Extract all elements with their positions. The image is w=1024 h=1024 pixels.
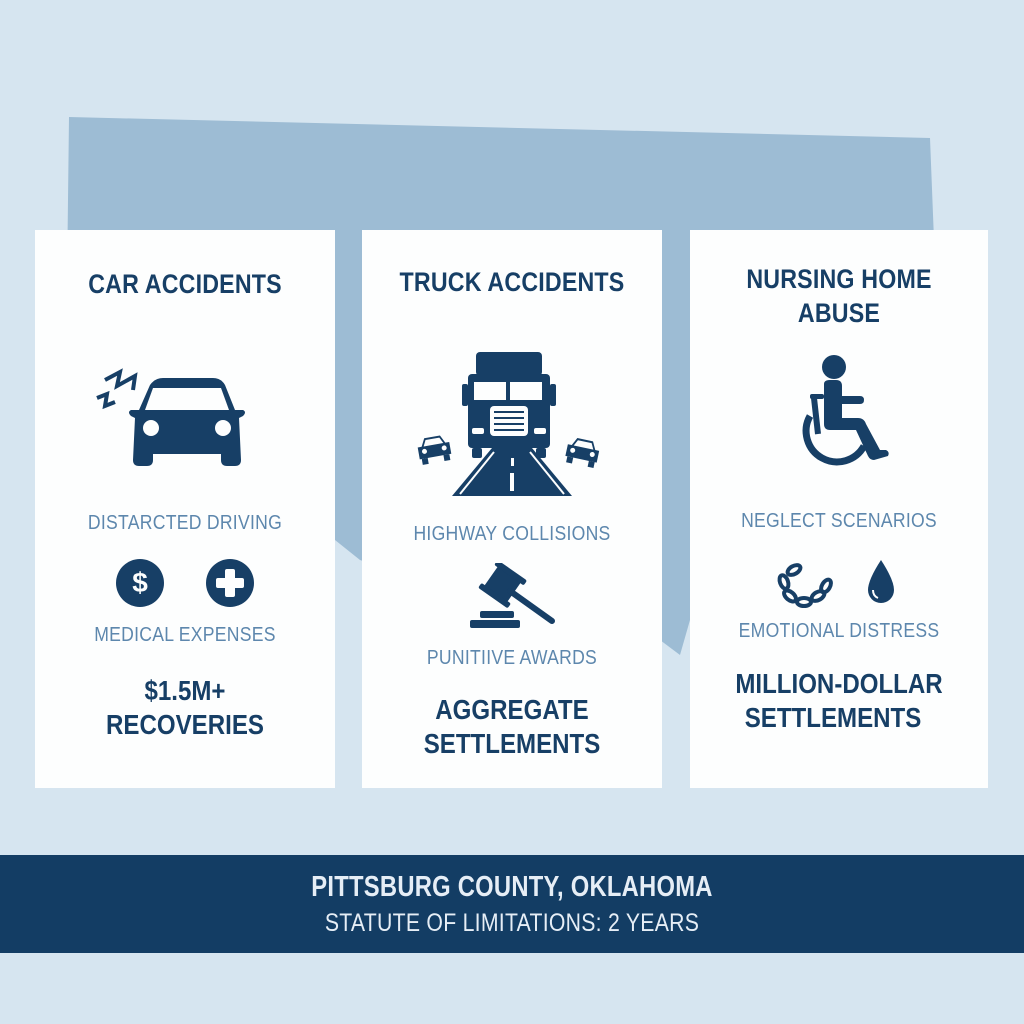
medical-cross-circle-icon <box>206 559 254 607</box>
card-subtitle-2: MEDICAL EXPENSES <box>94 624 276 646</box>
gavel-icon <box>470 563 555 628</box>
card-subtitle-1: NEGLECT SCENARIOS <box>741 510 937 532</box>
card-result-line-1: $1.5M+ <box>144 675 226 706</box>
card-title-line-2: ABUSE <box>797 298 881 328</box>
card-title: CAR ACCIDENTS <box>88 269 282 299</box>
card-result-line-2: SETTLEMENTS <box>744 702 922 733</box>
car-crash-icon <box>96 368 245 466</box>
location-banner: PITTSBURG COUNTY, OKLAHOMA STATUTE OF LI… <box>0 855 1024 953</box>
card-subtitle-1: HIGHWAY COLLISIONS <box>413 523 611 545</box>
semi-truck-highway-icon <box>417 352 600 496</box>
banner-statute: STATUTE OF LIMITATIONS: 2 YEARS <box>324 909 700 937</box>
svg-text:$: $ <box>132 567 148 598</box>
tear-drop-icon <box>868 560 894 603</box>
wheelchair-icon <box>802 355 889 466</box>
nursing-home-abuse-card: NURSING HOME ABUSE NEGLECT SCENARIOS EMO… <box>690 230 988 788</box>
card-subtitle-2: PUNITIIVE AWARDS <box>426 647 598 669</box>
card-result-line-2: RECOVERIES <box>106 709 264 740</box>
car-accidents-card: CAR ACCIDENTS DISTARCTED DRIVING $ MEDIC… <box>35 230 335 788</box>
card-result-line-1: AGGREGATE <box>435 694 589 725</box>
dollar-circle-icon: $ <box>116 559 164 607</box>
card-result-line-1: MILLION-DOLLAR <box>735 668 943 699</box>
card-subtitle-1: DISTARCTED DRIVING <box>87 512 283 534</box>
broken-chain-icon <box>777 563 833 608</box>
banner-location: PITTSBURG COUNTY, OKLAHOMA <box>311 871 713 903</box>
truck-accidents-card: TRUCK ACCIDENTS <box>362 230 662 788</box>
card-title: TRUCK ACCIDENTS <box>399 267 625 297</box>
card-subtitle-2: EMOTIONAL DISTRESS <box>738 620 940 642</box>
card-title-line-1: NURSING HOME <box>746 264 932 294</box>
card-result-line-2: SETTLEMENTS <box>423 728 601 759</box>
